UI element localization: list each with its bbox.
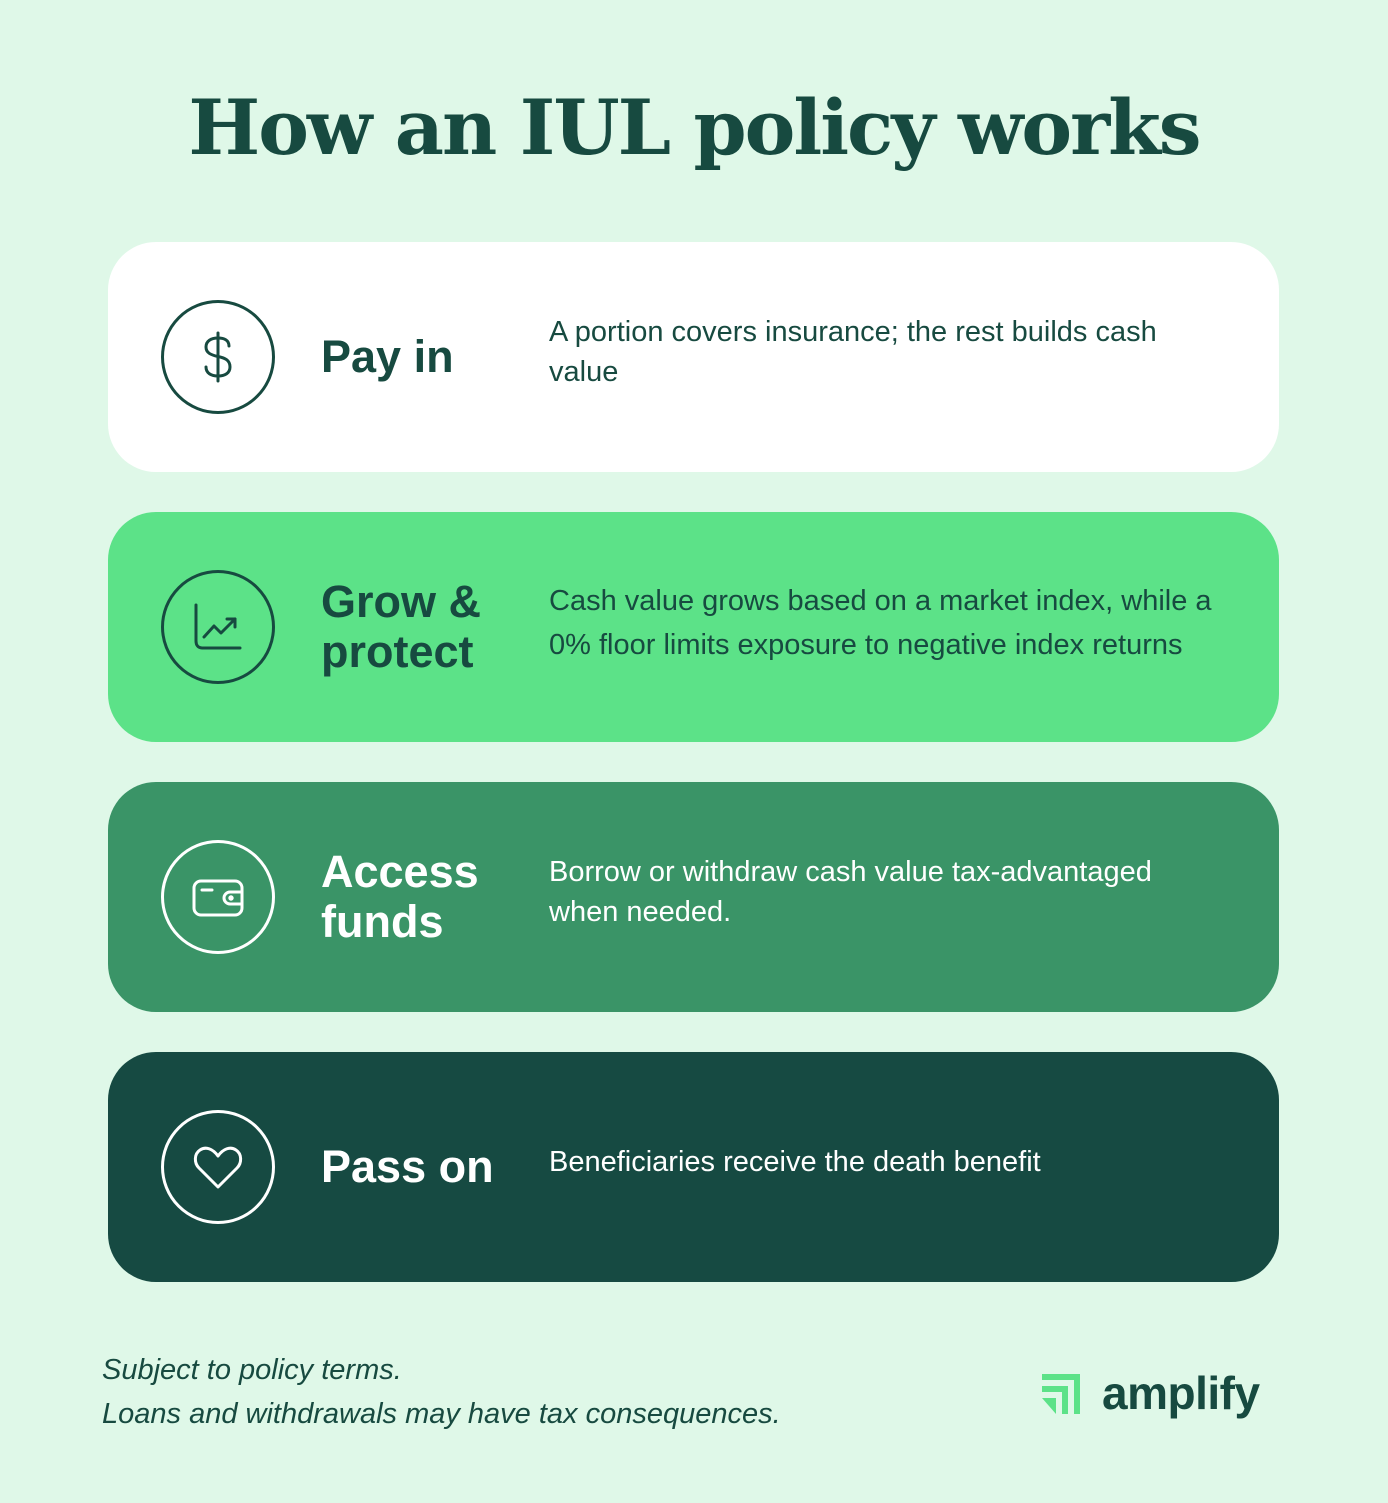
step-card-pass-on: Pass on Beneficiaries receive the death … <box>108 1052 1279 1282</box>
growth-chart-icon <box>161 570 275 684</box>
amplify-logo-icon <box>1042 1374 1080 1414</box>
step-card-access-funds: Access funds Borrow or withdraw cash val… <box>108 782 1279 1012</box>
page-title: How an IUL policy works <box>188 83 1201 172</box>
brand-name: amplify <box>1102 1367 1260 1419</box>
step-card-grow-protect: Grow & protect Cash value grows based on… <box>108 512 1279 742</box>
disclaimer-line: Loans and withdrawals may have tax conse… <box>102 1398 781 1430</box>
disclaimer-line: Subject to policy terms. <box>102 1354 402 1386</box>
brand-logo: amplify <box>1038 1366 1260 1420</box>
step-description: Cash value grows based on a market index… <box>549 585 1212 661</box>
heart-icon <box>161 1110 275 1224</box>
step-label: Pay in <box>321 331 454 382</box>
step-card-pay-in: Pay in A portion covers insurance; the r… <box>108 242 1279 472</box>
dollar-icon <box>161 300 275 414</box>
step-label: Access funds <box>321 846 479 947</box>
disclaimer: Subject to policy terms. Loans and withd… <box>102 1348 781 1436</box>
step-description: Borrow or withdraw cash value tax-advant… <box>549 856 1152 928</box>
step-description: A portion covers insurance; the rest bui… <box>549 316 1157 388</box>
step-label: Grow & protect <box>321 576 482 677</box>
wallet-icon <box>161 840 275 954</box>
step-description: Beneficiaries receive the death benefit <box>549 1146 1041 1178</box>
step-label: Pass on <box>321 1141 494 1192</box>
